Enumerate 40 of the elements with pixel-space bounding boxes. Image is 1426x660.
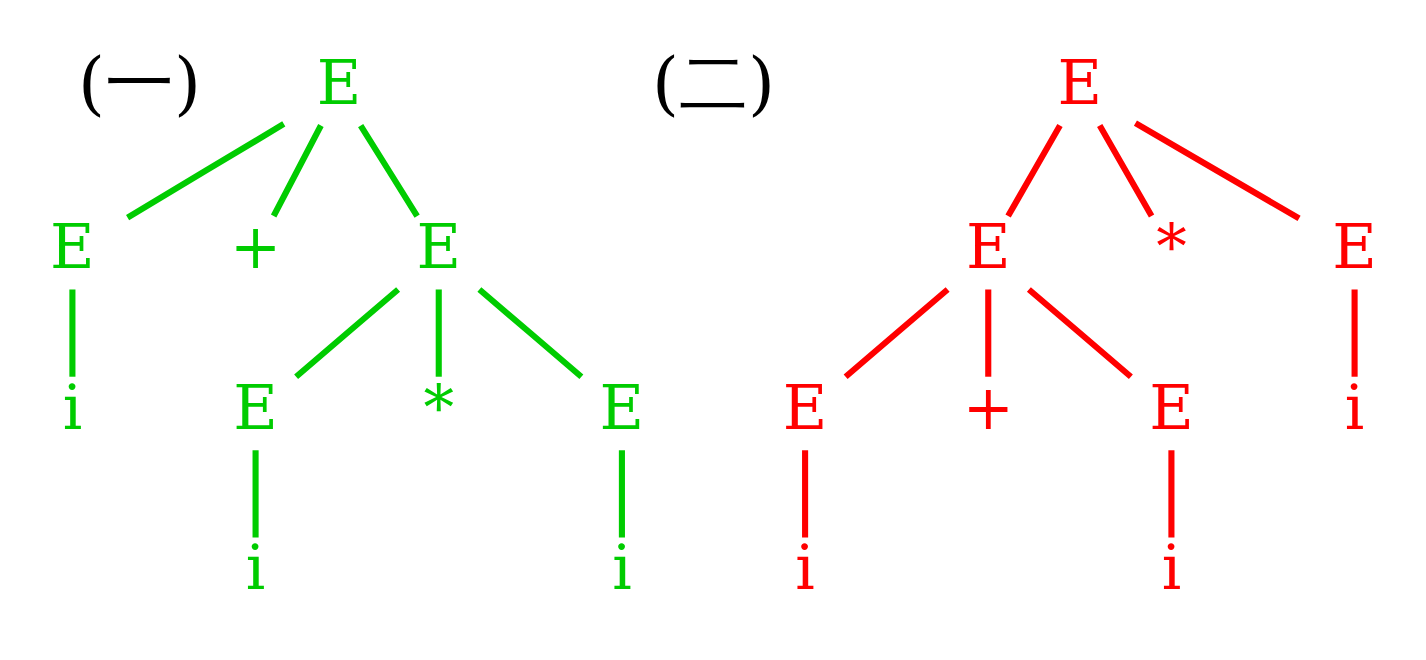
label: (一): [77, 42, 201, 123]
connector: [1004, 124, 1063, 218]
node-text: *: [422, 371, 454, 443]
node-text: i: [611, 532, 632, 604]
node-text: *: [1155, 210, 1187, 282]
node-text: E: [316, 47, 361, 119]
node-text: E: [49, 210, 95, 282]
node-text: i: [794, 532, 815, 604]
node-text: E: [1148, 371, 1194, 443]
node-text: E: [965, 210, 1011, 282]
connector: [1167, 450, 1174, 538]
connector: [1351, 289, 1358, 377]
connector: [1133, 120, 1301, 221]
node-text: E: [232, 371, 278, 443]
connector: [252, 450, 259, 538]
connector: [843, 287, 950, 380]
node-text: i: [1161, 532, 1181, 604]
connector: [801, 450, 808, 538]
node-text: i: [62, 371, 82, 443]
label: (二): [651, 42, 775, 123]
node-text: i: [1344, 371, 1364, 443]
connector: [68, 289, 75, 377]
node-text: E: [415, 210, 461, 282]
node-text: E: [599, 371, 644, 443]
connector: [1026, 287, 1133, 380]
node-text: E: [782, 371, 827, 443]
node-text: E: [1331, 210, 1377, 282]
connector: [125, 121, 285, 221]
node-text: i: [245, 532, 265, 604]
node-text: +: [962, 371, 1014, 443]
connector: [357, 123, 420, 218]
connector: [270, 124, 324, 218]
node-text: +: [229, 210, 281, 282]
connector: [476, 287, 583, 380]
connector: [435, 289, 442, 377]
connector: [1096, 124, 1154, 218]
connector: [293, 287, 400, 380]
connector: [984, 289, 991, 377]
node-text: E: [1057, 47, 1102, 119]
connector: [618, 450, 625, 538]
